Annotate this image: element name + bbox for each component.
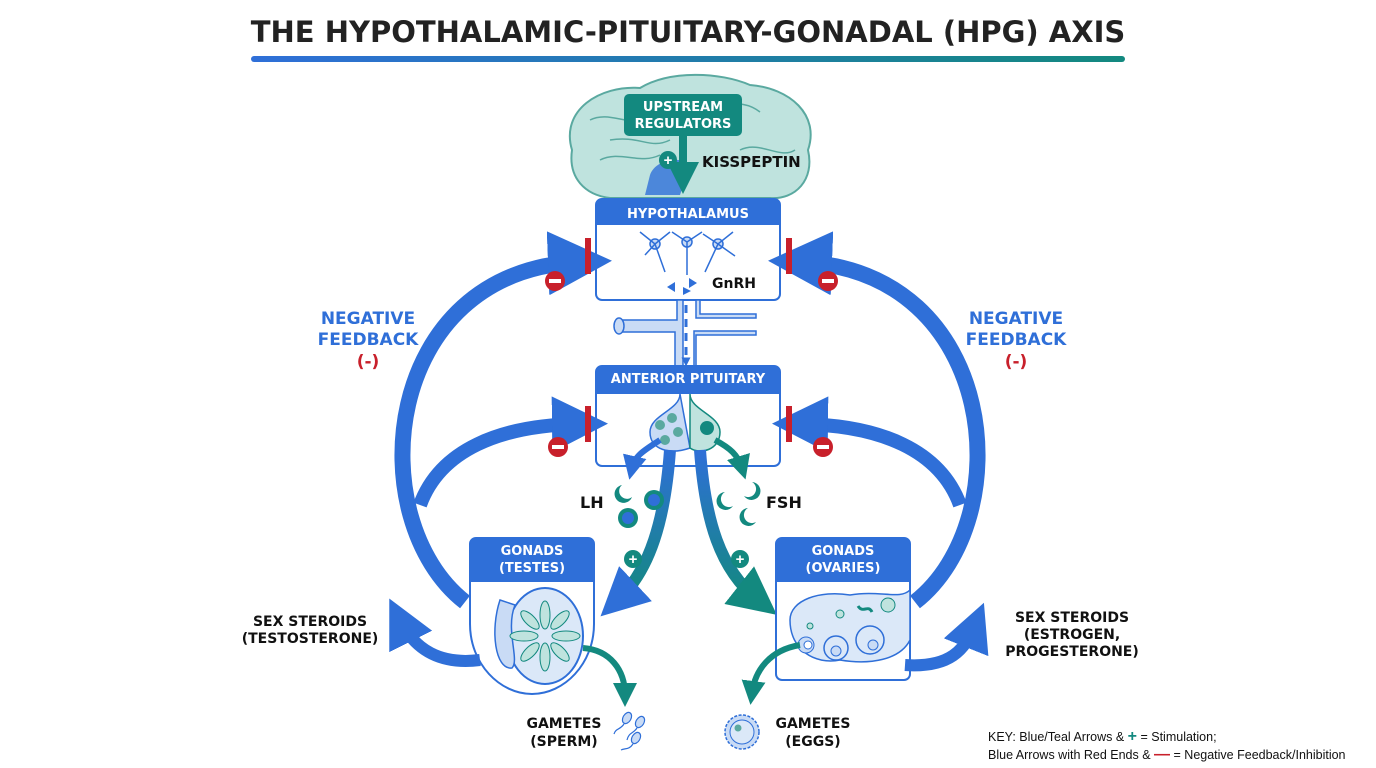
gametes-sperm-label-1: GAMETES: [526, 716, 601, 732]
plus-key-icon: +: [1127, 728, 1137, 745]
left-feedback-label-1: NEGATIVE: [321, 309, 415, 329]
gametes-eggs-label-2: (EGGS): [785, 734, 840, 750]
gametes-sperm-label-2: (SPERM): [530, 734, 597, 750]
portal-vessel-illustration: [613, 299, 757, 372]
gonads-testes-label-2: (TESTES): [499, 561, 565, 576]
fsh-to-ovaries-arrow: [694, 449, 777, 615]
svg-text:+: +: [629, 551, 638, 568]
upstream-label-1: UPSTREAM: [643, 100, 723, 115]
svg-text:+: +: [736, 551, 745, 568]
brain-illustration: [569, 73, 812, 200]
key-line-inhibition: Blue Arrows with Red Ends & — = Negative…: [988, 746, 1346, 763]
inhibition-bar-hypothalamus-left: [585, 238, 591, 274]
upstream-regulators-box: [624, 94, 742, 136]
upstream-label-2: REGULATORS: [635, 117, 732, 132]
lh-to-testes-arrow: [600, 449, 676, 617]
sperm-output-arrow: [582, 645, 637, 707]
minus-sign-icon: [818, 271, 838, 291]
sperm-icon: [613, 711, 646, 751]
egg-output-arrow: [741, 642, 801, 705]
gonads-ovaries-label-2: (OVARIES): [806, 561, 881, 576]
anterior-pituitary-label: ANTERIOR PITUITARY: [611, 372, 766, 387]
fsh-label: FSH: [766, 493, 802, 512]
diagram-title: THE HYPOTHALAMIC-PITUITARY-GONADAL (HPG)…: [251, 15, 1126, 49]
title-underline: [251, 56, 1125, 62]
fsh-molecules: [716, 482, 761, 526]
gametes-eggs-label-1: GAMETES: [775, 716, 850, 732]
steroids-right-label-3: PROGESTERONE): [1005, 644, 1139, 660]
left-feedback-label-3: (-): [357, 352, 380, 372]
right-feedback-label-1: NEGATIVE: [969, 309, 1063, 329]
left-feedback-label-2: FEEDBACK: [318, 330, 420, 350]
hypothalamus-label: HYPOTHALAMUS: [627, 207, 749, 222]
gnrh-label: GnRH: [712, 276, 756, 292]
estrogen-output-arrow: [904, 602, 989, 672]
steroids-right-label-2: (ESTROGEN,: [1024, 627, 1120, 643]
svg-text:+: +: [664, 152, 673, 169]
lh-label: LH: [580, 493, 604, 512]
right-feedback-label-2: FEEDBACK: [966, 330, 1068, 350]
gnrh-particles: [667, 278, 697, 295]
gonads-testes-label-1: GONADS: [501, 544, 564, 559]
left-outer-feedback-arrow: [394, 231, 612, 609]
inhibition-bar-pituitary-left: [585, 406, 591, 442]
kisspeptin-label: KISSPEPTIN: [702, 153, 801, 171]
minus-sign-icon: [545, 271, 565, 291]
left-inner-feedback-arrow: [413, 396, 608, 508]
legend-key: KEY: Blue/Teal Arrows & + = Stimulation;…: [988, 728, 1346, 764]
right-outer-feedback-arrow: [768, 231, 986, 609]
plus-sign-icon: [659, 151, 677, 169]
lh-molecules: [614, 485, 664, 528]
ovary-illustration: [789, 588, 911, 663]
inhibition-bar-pituitary-right: [786, 406, 792, 442]
inhibition-bar-hypothalamus-right: [786, 238, 792, 274]
steroids-left-label-1: SEX STEROIDS: [253, 614, 367, 630]
steroids-left-label-2: (TESTOSTERONE): [242, 631, 379, 647]
minus-key-icon: —: [1154, 746, 1171, 763]
gonads-ovaries-label-1: GONADS: [812, 544, 875, 559]
right-inner-feedback-arrow: [772, 396, 967, 508]
lh-release-arrow: [623, 437, 662, 480]
key-line-stimulation: KEY: Blue/Teal Arrows & + = Stimulation;: [988, 728, 1217, 745]
pituitary-gland-illustration: [649, 393, 721, 452]
steroids-right-label-1: SEX STEROIDS: [1015, 610, 1129, 626]
plus-sign-icon: [624, 550, 642, 568]
egg-cell-icon: [724, 714, 760, 750]
minus-sign-icon: [548, 437, 568, 457]
plus-sign-icon: [731, 550, 749, 568]
minus-sign-icon: [813, 437, 833, 457]
neuron-icon: [639, 231, 736, 275]
testosterone-output-arrow: [389, 598, 481, 667]
testis-illustration: [494, 587, 584, 685]
right-feedback-label-3: (-): [1005, 352, 1028, 372]
fsh-release-arrow: [713, 437, 750, 480]
